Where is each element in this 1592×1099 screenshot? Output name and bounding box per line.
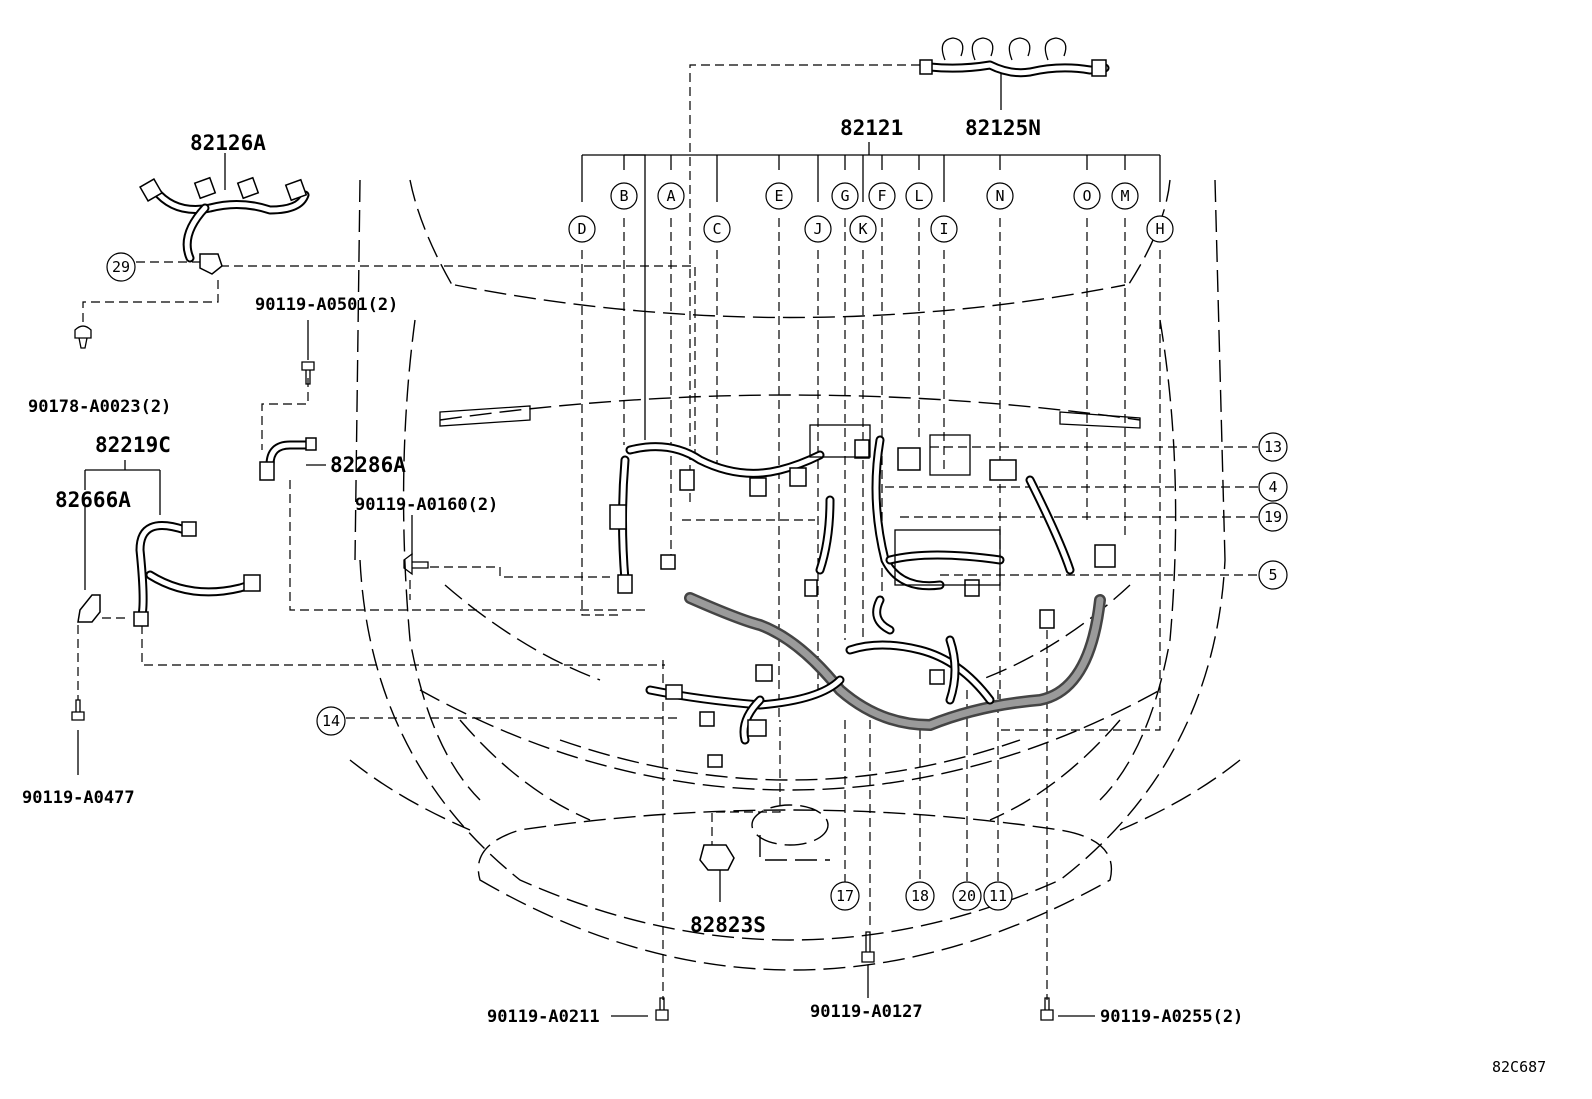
letter-callout-M: M bbox=[1111, 182, 1139, 210]
number-callout-13: 13 bbox=[1258, 432, 1288, 462]
svg-text:G: G bbox=[840, 187, 849, 205]
svg-text:14: 14 bbox=[322, 712, 340, 730]
svg-text:18: 18 bbox=[911, 887, 929, 905]
letter-callout-A: A bbox=[657, 182, 685, 210]
svg-text:C: C bbox=[712, 220, 721, 238]
svg-text:D: D bbox=[577, 220, 586, 238]
number-callout-4: 4 bbox=[1258, 472, 1288, 502]
clip-icon-a0023 bbox=[74, 325, 92, 349]
letter-callout-B: B bbox=[610, 182, 638, 210]
number-callout-11: 11 bbox=[983, 881, 1013, 911]
bracket-82666A-drawing bbox=[77, 594, 101, 623]
svg-text:29: 29 bbox=[112, 258, 130, 276]
letter-callout-G: G bbox=[831, 182, 859, 210]
harness-82126A-drawing bbox=[139, 176, 310, 275]
number-callout-14: 14 bbox=[316, 706, 346, 736]
harness-82219C-drawing bbox=[133, 521, 261, 627]
svg-text:19: 19 bbox=[1264, 508, 1282, 526]
part-label-82823S: 82823S bbox=[690, 913, 766, 937]
fastener-label-90178-A0023: 90178-A0023(2) bbox=[28, 397, 171, 417]
bolt-icon-a0127 bbox=[861, 931, 875, 963]
part-labels: 82126A 82121 82125N 82219C 82666A 82286A… bbox=[55, 116, 1041, 937]
letter-callout-C: C bbox=[703, 215, 731, 243]
sensor-82823S-drawing bbox=[699, 844, 735, 871]
svg-text:F: F bbox=[877, 187, 886, 205]
figure-code: 82C687 bbox=[1492, 1058, 1546, 1076]
number-callout-5: 5 bbox=[1258, 560, 1288, 590]
letter-callout-I: I bbox=[930, 215, 958, 243]
number-callouts: 29 13 4 19 5 14 17 18 20 11 bbox=[106, 252, 1288, 911]
letter-callout-L: L bbox=[905, 182, 933, 210]
fastener-label-90119-A0211: 90119-A0211 bbox=[487, 1007, 600, 1027]
bolt-icon-a0255 bbox=[1040, 997, 1054, 1021]
svg-text:L: L bbox=[914, 187, 923, 205]
fastener-label-90119-A0127: 90119-A0127 bbox=[810, 1002, 923, 1022]
fastener-label-90119-A0255: 90119-A0255(2) bbox=[1100, 1007, 1243, 1027]
svg-text:B: B bbox=[619, 187, 628, 205]
letter-callout-O: O bbox=[1073, 182, 1101, 210]
svg-text:5: 5 bbox=[1268, 566, 1277, 584]
connector-letter-callouts: D B A C E J G K F L I N O M H bbox=[568, 182, 1174, 243]
solid-leaders bbox=[77, 72, 1161, 1017]
bolt-icon-a0160 bbox=[403, 552, 429, 576]
main-engine-harness bbox=[609, 424, 1116, 768]
bolt-icon-a0501 bbox=[301, 361, 315, 385]
part-label-82126A: 82126A bbox=[190, 131, 266, 155]
svg-text:I: I bbox=[939, 220, 948, 238]
part-label-82219C: 82219C bbox=[95, 433, 171, 457]
letter-callout-K: K bbox=[849, 215, 877, 243]
number-callout-20: 20 bbox=[952, 881, 982, 911]
svg-text:E: E bbox=[774, 187, 783, 205]
svg-text:M: M bbox=[1120, 187, 1129, 205]
number-callout-19: 19 bbox=[1258, 502, 1288, 532]
fastener-label-90119-A0501: 90119-A0501(2) bbox=[255, 295, 398, 315]
fastener-label-90119-A0477: 90119-A0477 bbox=[22, 788, 135, 808]
letter-callout-H: H bbox=[1146, 215, 1174, 243]
bolt-icon-a0477 bbox=[71, 699, 85, 721]
svg-text:4: 4 bbox=[1268, 478, 1277, 496]
fastener-labels: 90119-A0501(2) 90178-A0023(2) 90119-A016… bbox=[22, 295, 1243, 1027]
letter-callout-D: D bbox=[568, 215, 596, 243]
number-callout-17: 17 bbox=[830, 881, 860, 911]
letter-callout-E: E bbox=[765, 182, 793, 210]
svg-text:N: N bbox=[995, 187, 1004, 205]
number-callout-29: 29 bbox=[106, 252, 136, 282]
svg-text:J: J bbox=[813, 220, 822, 238]
leader-lines bbox=[77, 64, 1258, 1000]
fasteners bbox=[71, 325, 1054, 1021]
svg-text:A: A bbox=[666, 187, 675, 205]
svg-text:13: 13 bbox=[1264, 438, 1282, 456]
harness-82286A-drawing bbox=[259, 437, 317, 481]
vehicle-body-outline bbox=[349, 179, 1241, 971]
bolt-icon-a0211 bbox=[655, 997, 669, 1021]
part-label-82666A: 82666A bbox=[55, 488, 131, 512]
svg-text:O: O bbox=[1082, 187, 1091, 205]
letter-callout-J: J bbox=[804, 215, 832, 243]
part-label-82121: 82121 bbox=[840, 116, 903, 140]
fastener-label-90119-A0160: 90119-A0160(2) bbox=[355, 495, 498, 515]
svg-text:K: K bbox=[858, 220, 867, 238]
svg-text:20: 20 bbox=[958, 887, 976, 905]
letter-callout-F: F bbox=[868, 182, 896, 210]
svg-text:H: H bbox=[1155, 220, 1164, 238]
svg-text:11: 11 bbox=[989, 887, 1007, 905]
part-label-82286A: 82286A bbox=[330, 453, 406, 477]
letter-callout-N: N bbox=[986, 182, 1014, 210]
part-label-82125N: 82125N bbox=[965, 116, 1041, 140]
harness-82125N-drawing bbox=[919, 37, 1110, 78]
number-callout-18: 18 bbox=[905, 881, 935, 911]
svg-text:17: 17 bbox=[836, 887, 854, 905]
